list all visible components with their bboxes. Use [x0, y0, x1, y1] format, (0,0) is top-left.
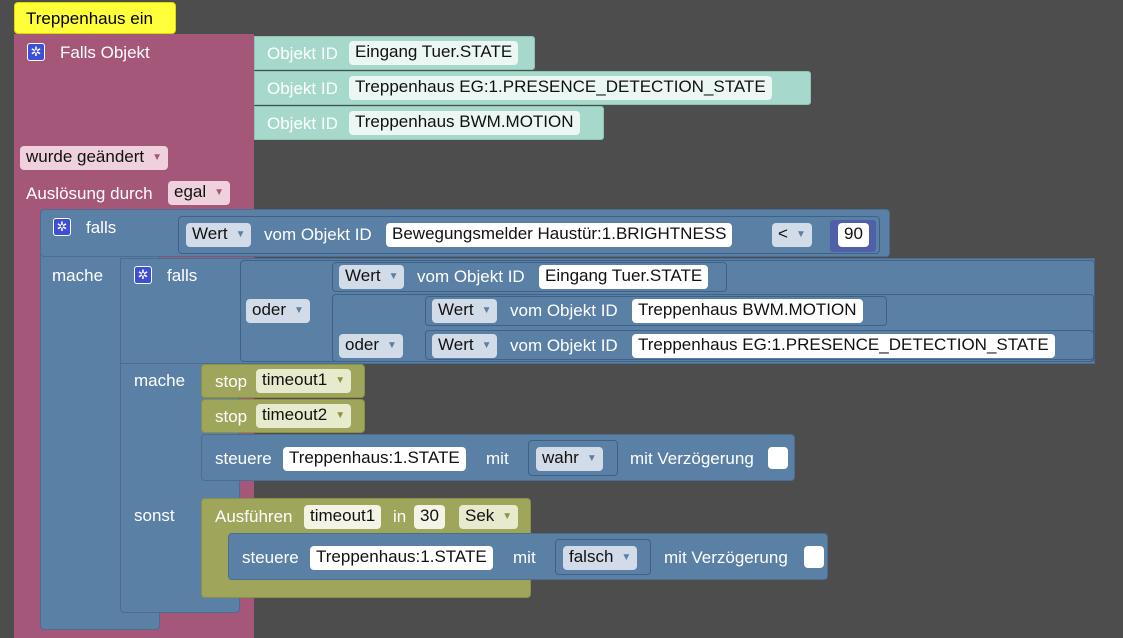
- control-object-field[interactable]: Treppenhaus:1.STATE: [310, 546, 493, 570]
- value-dropdown[interactable]: Wert ▼: [186, 223, 252, 247]
- object-id-field[interactable]: Treppenhaus EG:1.PRESENCE_DETECTION_STAT…: [349, 76, 772, 100]
- changed-dropdown[interactable]: wurde geändert ▼: [20, 146, 169, 170]
- value-dropdown[interactable]: Wert ▼: [432, 299, 498, 323]
- chevron-down-icon: ▼: [481, 304, 492, 316]
- value-dropdown-label: Wert: [192, 224, 228, 243]
- of-object-label: vom Objekt ID: [510, 301, 618, 320]
- chevron-down-icon: ▼: [621, 551, 632, 563]
- run-label: Ausführen: [215, 507, 293, 526]
- number-field[interactable]: 90: [838, 223, 869, 247]
- duration-field[interactable]: 30: [414, 505, 445, 529]
- chevron-down-icon: ▼: [795, 228, 806, 240]
- chevron-down-icon: ▼: [387, 339, 397, 351]
- bool-dropdown[interactable]: falsch ▼: [563, 546, 638, 570]
- timer-dropdown[interactable]: timeout1 ▼: [256, 369, 352, 393]
- chevron-down-icon: ▼: [586, 452, 597, 464]
- gear-icon[interactable]: ✲: [27, 43, 45, 61]
- timer-name: timeout1: [262, 370, 328, 389]
- stop-label: stop: [215, 407, 248, 426]
- inner-if-label: falls: [167, 266, 198, 285]
- inner-else-label: sonst: [134, 506, 175, 525]
- outer-do-label: mache: [52, 266, 104, 285]
- object-block-1[interactable]: Objekt ID Eingang Tuer.STATE: [254, 36, 535, 70]
- timer-name: timeout2: [262, 405, 328, 424]
- chevron-down-icon: ▼: [214, 186, 225, 198]
- with-label: mit: [513, 548, 536, 567]
- chevron-down-icon: ▼: [294, 304, 304, 316]
- chevron-down-icon: ▼: [388, 270, 399, 282]
- value-dropdown-label: Wert: [438, 335, 474, 354]
- stop-block-2[interactable]: stop timeout2 ▼: [201, 399, 365, 433]
- object-id-label: Objekt ID: [267, 44, 338, 63]
- unit-dropdown[interactable]: Sek ▼: [459, 505, 519, 529]
- trigger-by-dropdown[interactable]: egal ▼: [168, 181, 231, 205]
- delay-checkbox[interactable]: [804, 546, 824, 568]
- control-label: steuere: [215, 449, 272, 468]
- or-label: oder: [252, 300, 287, 319]
- or-dropdown-2[interactable]: oder ▼: [339, 334, 403, 358]
- trigger-by-label: Auslösung durch: [26, 184, 153, 203]
- trigger-by-value: egal: [174, 182, 207, 201]
- bool-dropdown[interactable]: wahr ▼: [536, 447, 603, 471]
- inner-do-label: mache: [134, 371, 186, 390]
- value-dropdown[interactable]: Wert ▼: [432, 334, 498, 358]
- of-object-label: vom Objekt ID: [417, 267, 525, 286]
- chevron-down-icon: ▼: [335, 409, 346, 421]
- bool-value: falsch: [569, 547, 614, 566]
- of-object-label: vom Objekt ID: [510, 336, 618, 355]
- gear-icon[interactable]: ✲: [53, 218, 71, 236]
- delay-checkbox[interactable]: [768, 447, 788, 469]
- chevron-down-icon: ▼: [481, 339, 492, 351]
- stop-block-1[interactable]: stop timeout1 ▼: [201, 364, 365, 398]
- delay-label: mit Verzögerung: [630, 449, 754, 468]
- timer-dropdown[interactable]: timeout2 ▼: [256, 404, 352, 428]
- comment-bubble[interactable]: Treppenhaus ein: [14, 2, 176, 34]
- timer-field[interactable]: timeout1: [304, 505, 382, 529]
- in-label: in: [393, 507, 407, 526]
- of-object-label: vom Objekt ID: [264, 225, 372, 244]
- value-dropdown-label: Wert: [345, 266, 381, 285]
- object-field[interactable]: Bewegungsmelder Haustür:1.BRIGHTNESS: [386, 223, 733, 247]
- or-label: oder: [345, 335, 380, 354]
- trigger-block-header: [14, 34, 254, 210]
- chevron-down-icon: ▼: [235, 228, 246, 240]
- value-dropdown[interactable]: Wert ▼: [339, 265, 405, 289]
- comment-text: Treppenhaus ein: [26, 9, 153, 28]
- bool-value: wahr: [542, 448, 579, 467]
- gear-icon[interactable]: ✲: [134, 266, 152, 284]
- control-block-2[interactable]: steuere Treppenhaus:1.STATE mit falsch▼ …: [228, 533, 828, 580]
- or-dropdown-1[interactable]: oder ▼: [246, 299, 310, 323]
- object-field[interactable]: Treppenhaus EG:1.PRESENCE_DETECTION_STAT…: [632, 334, 1055, 358]
- delay-label: mit Verzögerung: [664, 548, 788, 567]
- chevron-down-icon: ▼: [152, 151, 163, 163]
- object-id-field[interactable]: Treppenhaus BWM.MOTION: [349, 111, 580, 135]
- stop-label: stop: [215, 372, 248, 391]
- operator-dropdown[interactable]: <▼: [772, 223, 812, 247]
- chevron-down-icon: ▼: [502, 510, 513, 522]
- object-id-label: Objekt ID: [267, 114, 338, 133]
- outer-if-label: falls: [86, 218, 117, 237]
- with-label: mit: [486, 449, 509, 468]
- object-block-3[interactable]: Objekt ID Treppenhaus BWM.MOTION: [254, 106, 604, 140]
- operator-label: <: [778, 224, 788, 243]
- chevron-down-icon: ▼: [335, 374, 346, 386]
- object-field[interactable]: Treppenhaus BWM.MOTION: [632, 299, 863, 323]
- value-dropdown-label: Wert: [438, 300, 474, 319]
- object-id-field[interactable]: Eingang Tuer.STATE: [349, 41, 519, 65]
- object-block-2[interactable]: Objekt ID Treppenhaus EG:1.PRESENCE_DETE…: [254, 71, 811, 105]
- control-label: steuere: [242, 548, 299, 567]
- control-object-field[interactable]: Treppenhaus:1.STATE: [283, 447, 466, 471]
- object-id-label: Objekt ID: [267, 79, 338, 98]
- unit-value: Sek: [465, 506, 495, 525]
- trigger-title: Falls Objekt: [60, 43, 150, 62]
- object-field[interactable]: Eingang Tuer.STATE: [539, 265, 709, 289]
- control-block-1[interactable]: steuere Treppenhaus:1.STATE mit wahr ▼ mi…: [201, 434, 795, 481]
- changed-dropdown-label: wurde geändert: [26, 147, 145, 166]
